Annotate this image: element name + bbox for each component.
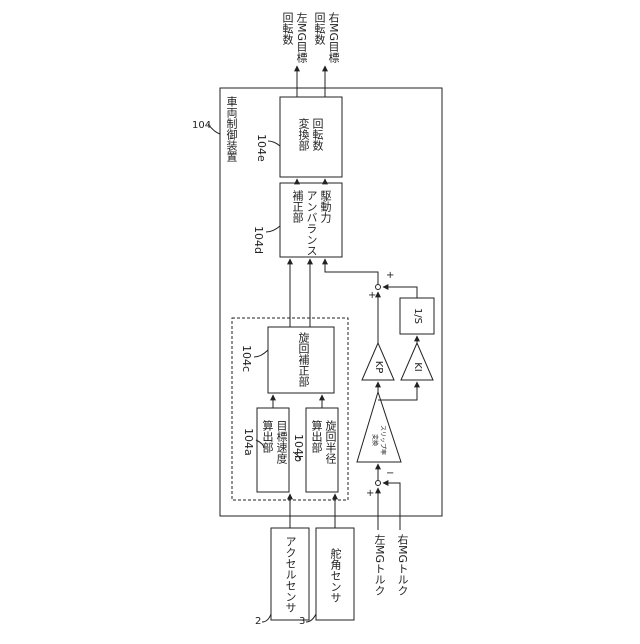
right-torque-label: 右MGトルク (395, 534, 409, 596)
output-right-target: 右MG目標 回転数 (312, 12, 340, 63)
sign-plus-left-torque: + (366, 488, 374, 500)
balance-correction-ref: 104d (251, 226, 265, 254)
sign-plus-kp: + (368, 290, 376, 302)
turn-radius-label: 旋回半径 算出部 (309, 420, 337, 464)
accelerator-sensor-label: アクセルセンサ (283, 536, 297, 613)
output-left-target: 左MG目標 回転数 (280, 12, 308, 63)
accelerator-sensor-ref: 2 (255, 616, 261, 628)
balance-correction-label: 駆動力 アンバランス 補正部 (290, 190, 332, 256)
steering-sensor-label: 舵角センサ (328, 548, 342, 603)
turn-correction-label: 旋回補正部 (296, 332, 310, 387)
target-speed-label: 目標速度 算出部 (260, 420, 288, 464)
summing-junction-error (376, 481, 381, 486)
ki-gain-label: KI (411, 357, 423, 377)
kp-gain-label: KP (372, 357, 384, 377)
left-torque-label: 左MGトルク (372, 534, 386, 596)
turn-radius-ref: 104b (291, 434, 305, 462)
rpm-converter-label: 回転数 変換部 (296, 118, 324, 151)
device-ref: 104 (192, 120, 211, 132)
target-speed-ref: 104a (241, 428, 255, 456)
summing-junction-pi (376, 285, 381, 290)
integrator-label: 1/S (411, 301, 423, 331)
device-title: 車両制御装置 (224, 96, 238, 162)
steering-sensor-ref: 3 (299, 616, 305, 628)
sign-minus-right-torque: − (386, 468, 394, 480)
turn-correction-ref: 104c (239, 345, 253, 372)
sign-plus-integrator: + (386, 270, 394, 282)
rpm-converter-ref: 104e (254, 134, 268, 162)
slip-converter-label: スリップ率 変換 (370, 420, 386, 460)
